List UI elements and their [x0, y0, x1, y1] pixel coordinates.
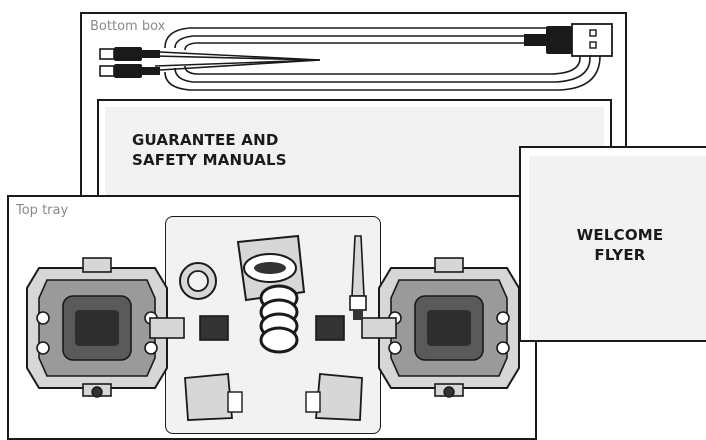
center-compartment	[165, 216, 381, 434]
manuals-title-line1: GUARANTEE AND	[132, 131, 279, 149]
manuals-title: GUARANTEE AND SAFETY MANUALS	[132, 130, 287, 170]
welcome-flyer-outer	[519, 146, 706, 342]
bottom-box-label: Bottom box	[90, 19, 166, 34]
top-tray-label: Top tray	[16, 203, 69, 218]
welcome-title-line2: FLYER	[594, 246, 646, 264]
welcome-title-line1: WELCOME	[576, 226, 664, 244]
welcome-flyer-inner	[529, 156, 706, 340]
welcome-title: WELCOME FLYER	[545, 225, 695, 265]
manuals-title-line2: SAFETY MANUALS	[132, 151, 287, 169]
